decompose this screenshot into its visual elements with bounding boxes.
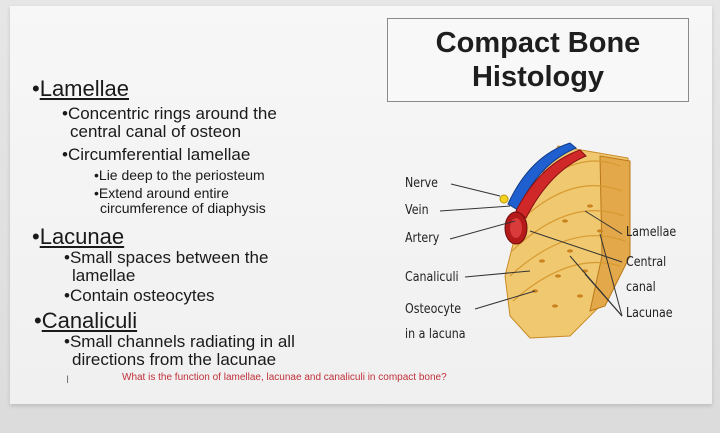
outline-item: •Canaliculi [34, 308, 138, 333]
compact-bone-illustration [439, 142, 631, 339]
title-line-2: Histology [471, 61, 605, 93]
outline-item: lamellae [72, 266, 136, 285]
bone-outer-face [589, 155, 631, 312]
outline-item: •Circumferential lamellae [62, 145, 251, 164]
leader-lines [439, 183, 623, 317]
slide: Compact Bone Histology •Lamellae •Concen… [10, 6, 712, 404]
outline-item: •Concentric rings around the [62, 104, 277, 123]
label-artery: Artery [405, 231, 440, 246]
label-lacunae: Lacunae [626, 306, 673, 321]
artery-vessel [515, 149, 587, 219]
question-caption: What is the function of lamellae, lacuna… [122, 372, 447, 383]
label-nerve: Nerve [405, 176, 438, 191]
label-canal: canal [626, 280, 656, 295]
outline-item: •Contain osteocytes [64, 286, 215, 305]
outline-item: •Small channels radiating in all [64, 332, 295, 351]
outline-item: •Lie deep to the periosteum [94, 167, 265, 183]
label-lamellae: Lamellae [626, 225, 677, 240]
title-line-1: Compact Bone [435, 27, 641, 59]
central-canal-inner [510, 218, 522, 238]
label-canaliculi: Canaliculi [405, 270, 459, 285]
outline-item: •Lamellae [32, 76, 129, 101]
outline-item: •Small spaces between the [64, 248, 269, 267]
label-osteocyte: Osteocyte [405, 302, 462, 317]
label-in-a-lacuna: in a lacuna [405, 327, 466, 342]
nerve-fiber [499, 194, 509, 204]
outline-item: •Lacunae [32, 224, 125, 249]
title-box: Compact Bone Histology [387, 18, 689, 102]
outline-item: directions from the lacunae [72, 350, 277, 369]
outline-item: circumference of diaphysis [100, 200, 266, 216]
label-central: Central [626, 255, 667, 270]
label-vein: Vein [405, 203, 429, 218]
text-cursor-icon: I [66, 374, 70, 386]
outline-item: central canal of osteon [70, 122, 242, 141]
outline-item: •Extend around entire [94, 185, 229, 201]
